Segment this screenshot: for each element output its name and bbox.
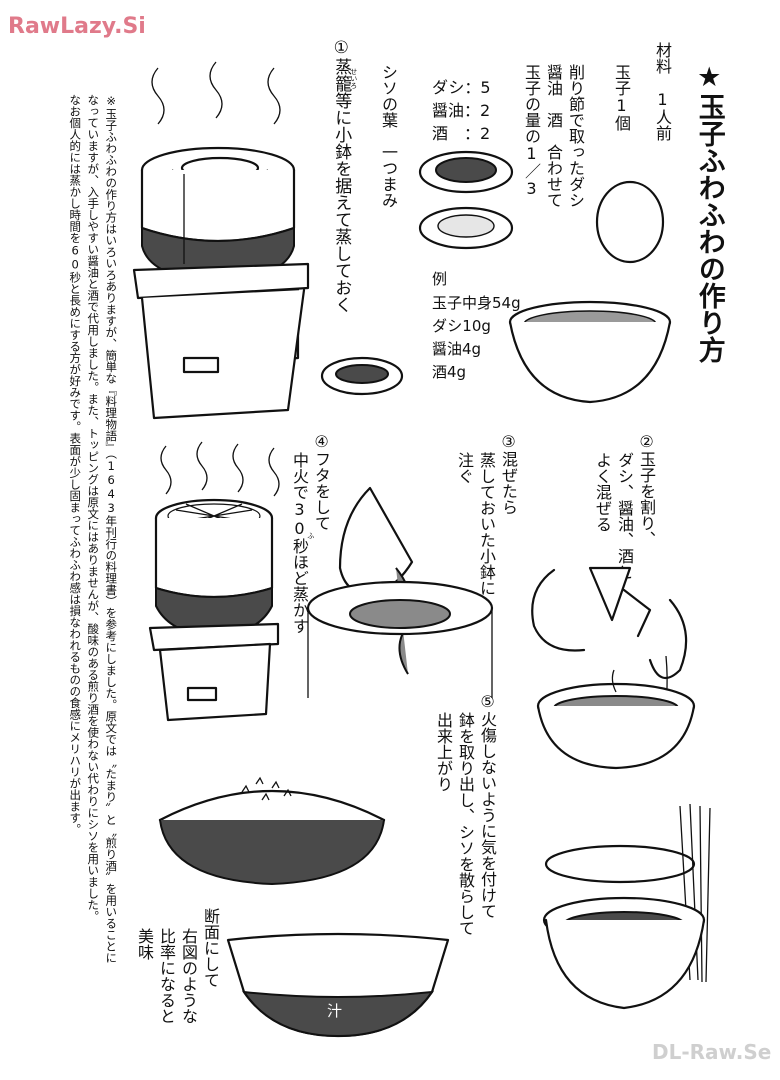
finished-dish-illustration (158, 776, 386, 886)
example-line-2: ダシ10g (432, 317, 491, 335)
mixing-illustration-step-2 (531, 566, 696, 770)
mixing-bowl-illustration (508, 300, 672, 404)
step-5-line-3: 出来上がり (434, 712, 453, 792)
footnote-col-3: なお個人的には蒸かし時間を60秒と長めにする方が好みです。表面が少し固まってふわ… (68, 94, 83, 835)
ingredient-shiso: シソの葉 一つまみ (379, 64, 398, 208)
page-title: ★玉子ふわふわの作り方 (693, 62, 725, 363)
steamer-illustration-step-4 (148, 441, 280, 722)
cross-section-note-2: 右図のような (179, 928, 198, 1024)
example-line-4: 酒4g (432, 363, 467, 381)
step-4-ruby: ふ (306, 532, 315, 539)
cross-section-note-1: 断面にして (201, 908, 220, 988)
ratio-sake: 酒 ：2 (432, 124, 491, 143)
step-3-line-2: 蒸しておいた小鉢に (477, 452, 496, 596)
step-1-ruby: せいろ (349, 68, 358, 89)
step-1-text: ①蒸籠等に小鉢を据えて蒸しておく (331, 38, 352, 313)
ingredient-mix-note: 醤油 酒 合わせて (544, 64, 563, 208)
step-4-line-2: 中火で30秒ほど蒸かす (290, 452, 309, 634)
example-line-3: 醤油4g (432, 340, 482, 358)
step-3-line-1: ③混ぜたら (499, 432, 518, 515)
example-line-1: 玉子中身54g (432, 294, 521, 312)
step-2-line-3: よく混ぜる (593, 452, 612, 532)
watermark-top-left: RawLazy.Si (8, 14, 146, 39)
shiso-dish-illustration (418, 206, 514, 250)
ingredient-dashi-note: 削り節で取ったダシ (566, 64, 585, 208)
watermark-bottom-right: DL-Raw.Se (652, 1040, 772, 1064)
cross-section-note-4: 美味 (135, 928, 154, 960)
liquid-label: 汁 (327, 1002, 343, 1020)
step-5-line-2: 鉢を取り出し、シソを散らして (456, 712, 475, 936)
pouring-illustration-step-3 (306, 486, 494, 698)
ratio-soy: 醤油：2 (432, 101, 491, 120)
ingredients-header: 材料 1人前 (653, 42, 672, 141)
ratio-dashi: ダシ：5 (432, 78, 491, 97)
step-5-line-1: ⑤火傷しないように気を付けて (478, 692, 497, 919)
step-3-line-3: 注ぐ (455, 452, 474, 484)
egg-illustration (595, 180, 665, 264)
finished-bowl-illustration (542, 803, 711, 1010)
footnote-col-2: なっていますが、入手しやすい醤油と酒で代用しました。また、トッピングは原文にはあ… (86, 94, 101, 922)
example-label: 例 (432, 270, 448, 288)
steamer-illustration-step-1 (132, 61, 310, 420)
sauce-dish-illustration (418, 150, 514, 194)
ingredient-egg: 玉子1個 (612, 64, 631, 131)
step-4-line-1: ④フタをして (312, 432, 331, 531)
cross-section-diagram (226, 932, 450, 1038)
step-2-line-1: ②玉子を割り、 (637, 432, 656, 547)
footnote-col-1: ※玉子ふわふわの作り方はいろいろありますが、簡単な『料理物語』（1643年刊行の… (104, 94, 119, 964)
shiso-plate-illustration (320, 356, 404, 396)
ingredient-amount-note: 玉子の量の1／3 (522, 64, 541, 198)
cross-section-note-3: 比率になると (157, 928, 176, 1024)
foam-label: 泡 (327, 950, 343, 968)
step-2-line-2: ダシ、醤油、酒と (615, 452, 634, 580)
